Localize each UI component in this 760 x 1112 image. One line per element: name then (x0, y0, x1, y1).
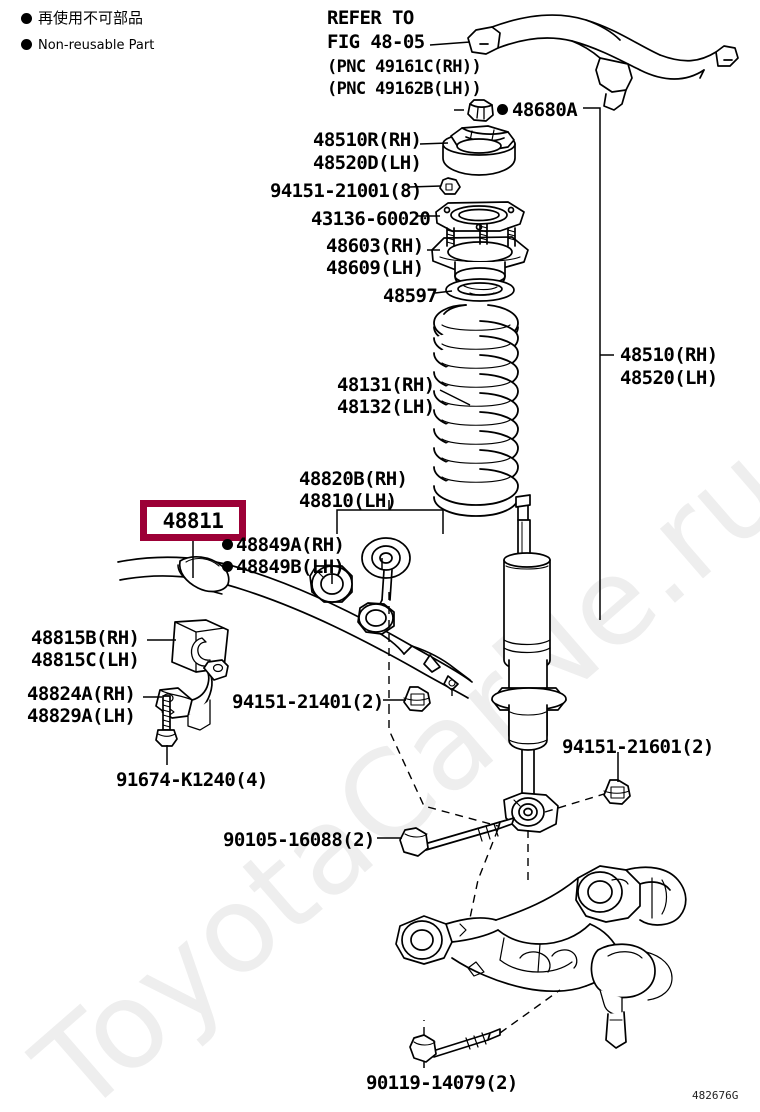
part-label-48849a: 48849A(RH) (236, 534, 345, 556)
strut-stud-nut-part (439, 177, 461, 195)
lower-arm-bolt-part (399, 817, 515, 857)
strut-mount-nut-part (467, 99, 494, 122)
part-label-94151-21001: 94151-21001(8) (270, 180, 422, 202)
lower-arm-knuckle-part (395, 865, 687, 1049)
nonreusable-marker-48680a (497, 104, 508, 115)
legend-bullet-jp (21, 13, 32, 24)
brake-hose-part (467, 14, 739, 111)
refer-to-line4: (PNC 49162B(LH)) (327, 79, 482, 99)
strut-support-plate-part (435, 201, 525, 232)
part-label-90119: 90119-14079(2) (366, 1072, 518, 1094)
refer-to-line1: REFER TO (327, 7, 414, 29)
part-label-48815b: 48815B(RH) (31, 627, 140, 649)
legend-bullet-en (21, 39, 32, 50)
strut-support-part (431, 223, 529, 290)
legend-japanese: 再使用不可部品 (38, 9, 144, 27)
spring-seat-bearing-part (445, 278, 515, 302)
part-label-48603: 48603(RH) (326, 235, 424, 257)
part-label-94151-21401: 94151-21401(2) (232, 691, 384, 713)
lower-flange-nut-part (603, 779, 631, 805)
part-label-48131: 48131(RH) (337, 374, 435, 396)
part-label-48132: 48132(LH) (337, 396, 435, 418)
part-label-43136-60020: 43136-60020 (311, 208, 431, 230)
flange-nut-part (403, 686, 431, 712)
knuckle-bolt-part (409, 1028, 501, 1063)
coil-spring-part (433, 304, 519, 517)
part-label-48815c: 48815C(LH) (31, 649, 140, 671)
part-label-48597: 48597 (383, 285, 438, 307)
part-label-48849b: 48849B(LH) (236, 556, 345, 578)
highlighted-part-number: 48811 (162, 508, 224, 533)
part-label-90105: 90105-16088(2) (223, 829, 375, 851)
part-label-94151-21601: 94151-21601(2) (562, 736, 714, 758)
highlighted-part-box-48811[interactable]: 48811 (140, 500, 246, 541)
bracket-bolt-part (155, 695, 178, 747)
legend-english: Non-reusable Part (38, 38, 155, 53)
assembly-dashed-lines (388, 592, 605, 1035)
part-label-48680a: 48680A (512, 99, 578, 121)
figure-code: 482676G (692, 1089, 739, 1102)
part-label-48520d: 48520D(LH) (313, 152, 422, 174)
part-label-48609: 48609(LH) (326, 257, 424, 279)
stabilizer-link-part (309, 537, 411, 635)
refer-to-line2: FIG 48-05 (327, 31, 425, 53)
stabilizer-bar-part (117, 556, 473, 699)
part-label-48510: 48510(RH) (620, 344, 718, 366)
part-label-48820b: 48820B(RH) (299, 468, 408, 490)
nonreusable-marker-48849a (222, 539, 233, 550)
shock-upper-cup-part (442, 125, 516, 176)
part-label-48510r: 48510R(RH) (313, 129, 422, 151)
part-label-48520: 48520(LH) (620, 367, 718, 389)
shock-absorber-part (491, 494, 567, 833)
part-label-48824a: 48824A(RH) (27, 683, 136, 705)
refer-to-line3: (PNC 49161C(RH)) (327, 57, 482, 77)
part-label-48810: 48810(LH) (299, 490, 397, 512)
part-label-48829a: 48829A(LH) (27, 705, 136, 727)
leader-lines (143, 41, 619, 1068)
nonreusable-marker-48849b (222, 561, 233, 572)
part-label-91674: 91674-K1240(4) (116, 769, 268, 791)
